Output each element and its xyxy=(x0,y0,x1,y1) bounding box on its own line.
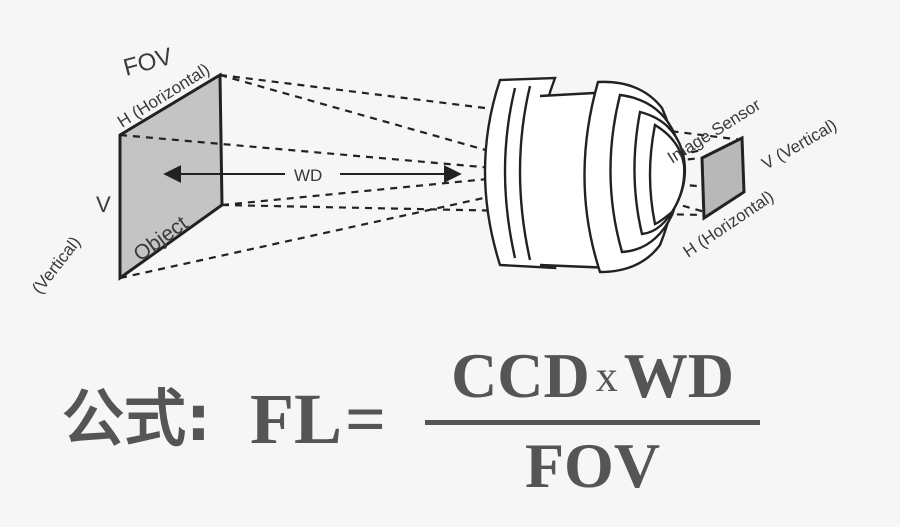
lens-ring-2 xyxy=(518,85,532,261)
ray-lower xyxy=(221,203,706,217)
optics-diagram: FOV H (Horizontal) V (Vertical) Object W… xyxy=(28,43,841,298)
numerator-ccd: CCD xyxy=(451,340,590,411)
lens-front-ring-core xyxy=(648,123,686,226)
ray-top-right xyxy=(219,73,743,142)
formula-equals: = xyxy=(345,379,387,459)
object-v-sub: (Vertical) xyxy=(28,233,84,298)
formula-denominator: FOV xyxy=(524,430,661,501)
numerator-times: x xyxy=(595,352,618,401)
object-v-label: V xyxy=(96,192,111,217)
fov-label: FOV xyxy=(121,43,176,82)
wd-label: WD xyxy=(294,166,322,185)
lens xyxy=(483,76,687,274)
formula-prefix: 公式: xyxy=(62,382,211,455)
numerator-wd: WD xyxy=(623,340,734,411)
lens-ring-1 xyxy=(503,87,517,259)
fraction-bar xyxy=(425,420,760,425)
sensor-v-label: V (Vertical) xyxy=(759,115,841,173)
formula-lhs: FL xyxy=(250,379,343,459)
image-sensor xyxy=(700,135,746,221)
ray-mid-right xyxy=(221,156,703,207)
